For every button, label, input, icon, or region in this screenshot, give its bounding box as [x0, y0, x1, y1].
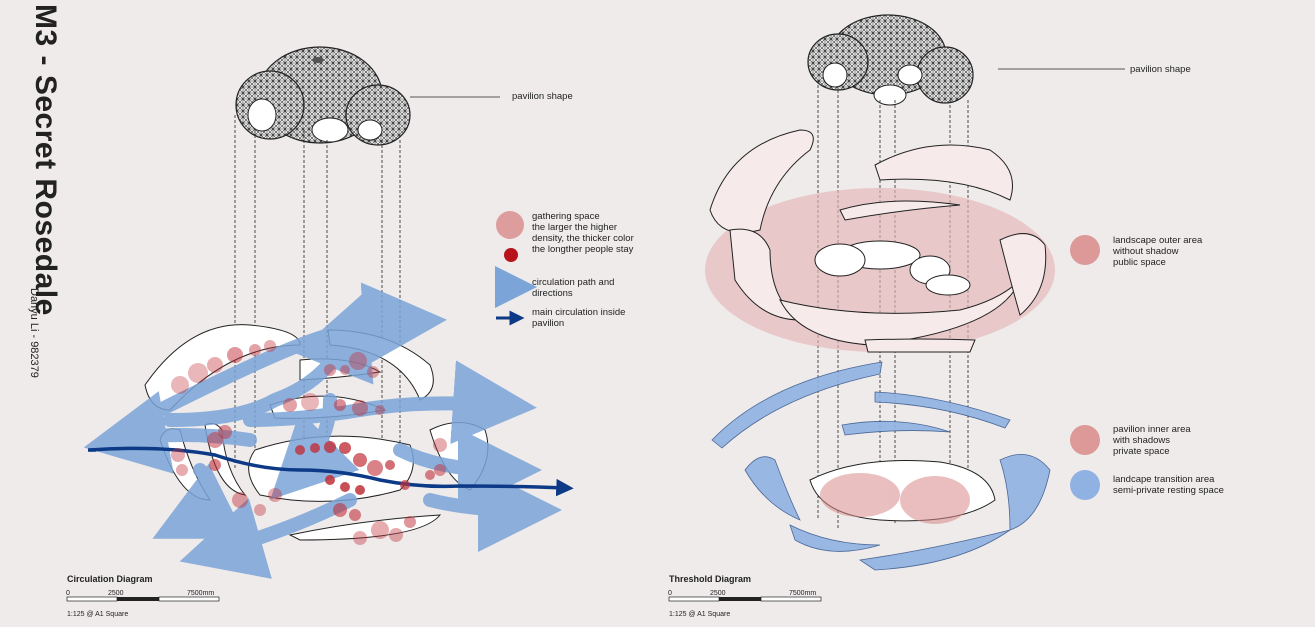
legend-transition-line1: landcape transition area — [1113, 474, 1215, 485]
left-pavilion-shape — [235, 46, 411, 146]
legend-circulation-line2: directions — [532, 288, 573, 299]
gathering-spaces — [171, 340, 447, 545]
right-upper-shells — [709, 129, 1047, 353]
legend-outer-line1: landscape outer area — [1113, 235, 1203, 246]
legend-gathering-line4: the longther people stay — [532, 244, 634, 255]
transition-shells — [711, 361, 1051, 571]
right-scale-note: 1:125 @ A1 Square — [669, 611, 731, 618]
legend-inner-line1: pavilion inner area — [1113, 424, 1191, 435]
right-caption: Threshold Diagram — [669, 574, 752, 584]
left-scale-7500: 7500mm — [187, 590, 215, 597]
outer-area-symbol — [1070, 235, 1100, 265]
right-pavilion-label: pavilion shape — [1130, 64, 1191, 75]
left-scale-note: 1:125 @ A1 Square — [67, 611, 129, 618]
right-scale-2500: 2500 — [710, 590, 726, 597]
legend-main-circulation-line2: pavilion — [532, 318, 565, 329]
legend-outer-line2: without shadow — [1113, 246, 1179, 257]
gathering-light-symbol — [496, 211, 524, 239]
legend-outer-line3: public space — [1113, 257, 1166, 268]
right-upper-core — [814, 240, 971, 296]
main-circulation-path — [89, 446, 574, 497]
legend-inner-line3: private space — [1113, 446, 1170, 457]
legend-circulation-line1: circulation path and — [532, 277, 615, 288]
gathering-dark-symbol — [504, 248, 518, 262]
left-caption: Circulation Diagram — [67, 574, 153, 584]
right-scale-0: 0 — [668, 590, 672, 597]
right-scale-bar — [668, 596, 822, 602]
legend-gathering-line1: gathering space — [532, 211, 600, 222]
legend-gathering-line3: density, the thicker color — [532, 233, 634, 244]
transition-area-symbol — [1070, 470, 1100, 500]
right-pavilion-shape — [807, 14, 974, 106]
inner-area — [820, 473, 970, 524]
inner-area-symbol — [1070, 425, 1100, 455]
legend-gathering-line2: the larger the higher — [532, 222, 618, 233]
left-scale-bar — [66, 596, 220, 602]
legend-inner-line2: with shadows — [1113, 435, 1171, 446]
right-scale-7500: 7500mm — [789, 590, 817, 597]
left-scale-0: 0 — [66, 590, 70, 597]
legend-transition-line2: semi-private resting space — [1113, 485, 1224, 496]
legend-main-circulation-line1: main circulation inside — [532, 307, 626, 318]
left-pavilion-label: pavilion shape — [512, 91, 573, 102]
left-scale-2500: 2500 — [108, 590, 124, 597]
